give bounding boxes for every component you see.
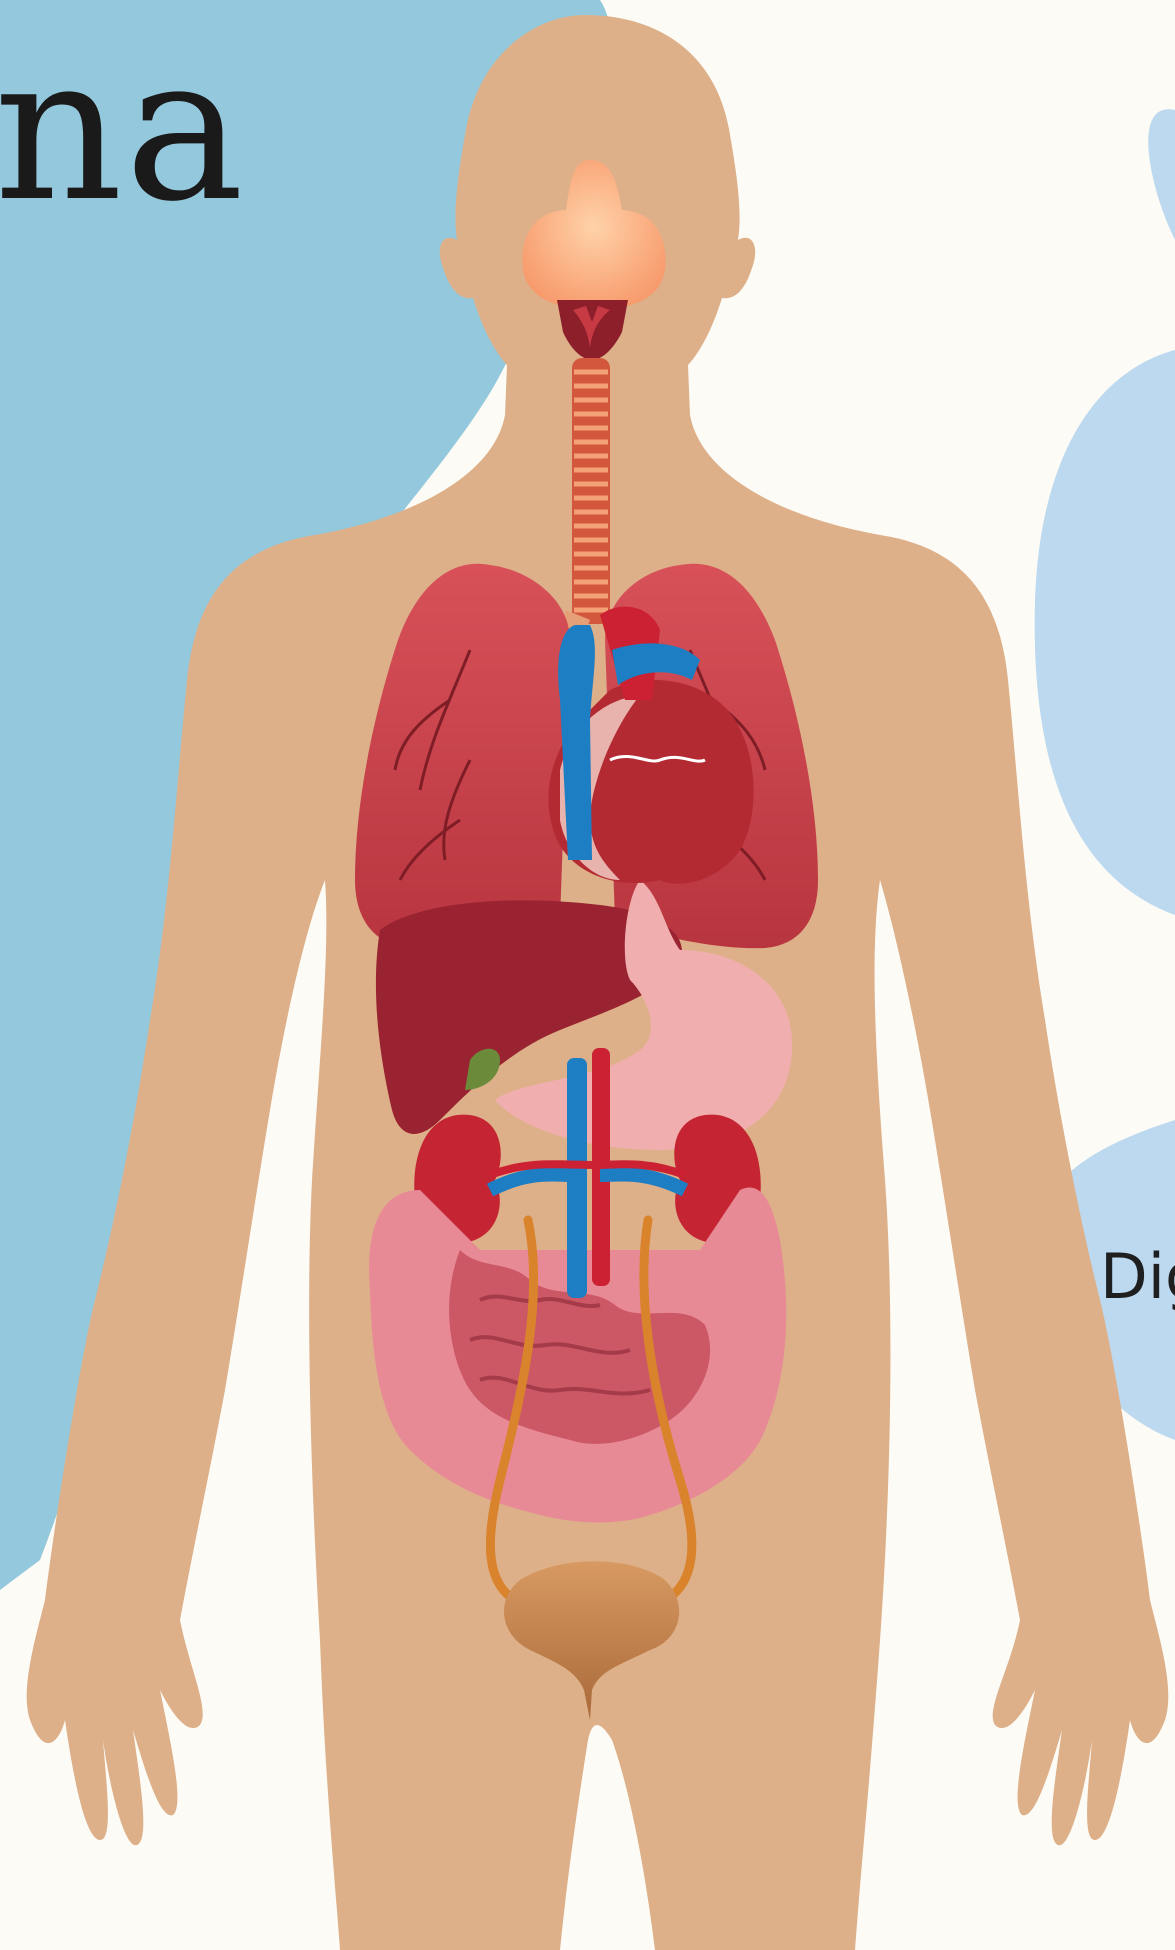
side-label-fragment: Dig — [1100, 1240, 1175, 1313]
right-background-blob — [1035, 350, 1175, 915]
right-background-blob-top — [1148, 109, 1175, 240]
slide-title-fragment: na — [0, 30, 246, 230]
